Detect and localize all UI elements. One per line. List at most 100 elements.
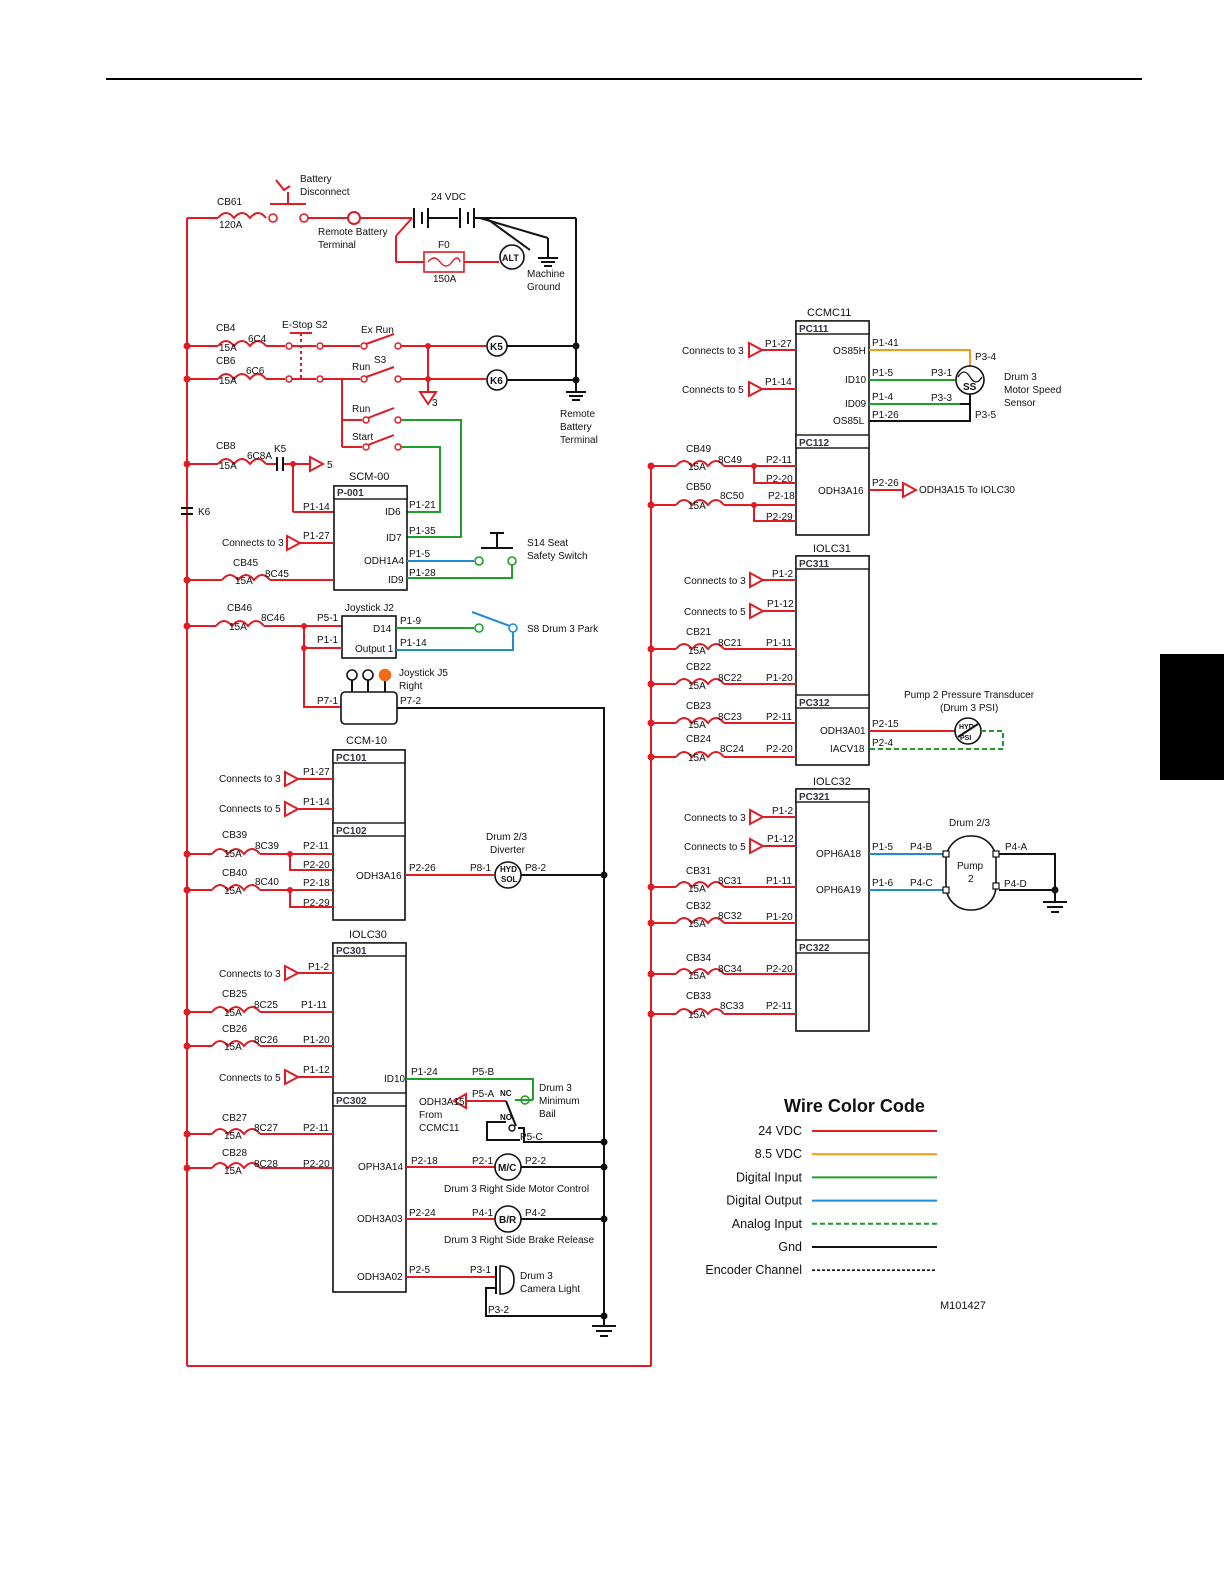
ccm10-p2-20: P2-20 (303, 860, 330, 871)
legend-label: 8.5 VDC (755, 1147, 802, 1161)
ccm10-p8-2: P8-2 (525, 863, 547, 874)
cb34-label: CB34 (686, 953, 711, 964)
iolc30-p1-11: P1-11 (301, 1000, 327, 1011)
ccmc11-p2-20: P2-20 (766, 474, 793, 485)
w8c27-label: 8C27 (254, 1123, 278, 1134)
scm-id9: ID9 (388, 575, 404, 586)
iolc30-p2-1: P2-1 (472, 1156, 494, 1167)
scm-id7: ID7 (386, 533, 402, 544)
ccmc11-p1-5: P1-5 (872, 368, 894, 379)
s14-l2: Safety Switch (527, 551, 588, 562)
ccmc11-p1-27: P1-27 (765, 339, 792, 350)
cb45-rating: 15A (235, 576, 253, 587)
ex-run-label: Ex Run (361, 325, 394, 336)
camera-l2: Camera Light (520, 1284, 580, 1295)
alternator-icon (499, 244, 525, 270)
cb4-label: CB4 (216, 323, 236, 334)
j5-l1: Joystick J5 (399, 668, 448, 679)
iolc31-p2-4: P2-4 (872, 738, 894, 749)
scm-id6: ID6 (385, 507, 401, 518)
transducer-l1: Pump 2 Pressure Transducer (904, 690, 1035, 701)
scm-title: SCM-00 (349, 471, 389, 483)
ccmc11-odh3a16: ODH3A16 (818, 486, 864, 497)
battery-disconnect-line1: Battery (300, 174, 332, 185)
diverter-l2: Diverter (490, 845, 526, 856)
iolc30-p4-2: P4-2 (525, 1208, 547, 1219)
scm-00-module: CB8 15A 6C8A K5 5 K6 SCM-00 P-001 P1-14 … (181, 342, 588, 591)
legend-label: Digital Output (726, 1194, 802, 1208)
cb39-label: CB39 (222, 830, 247, 841)
remote-terminal-l1: Remote (560, 409, 595, 420)
min-bail-l2: Minimum (539, 1096, 580, 1107)
w8c21-label: 8C21 (718, 638, 742, 649)
pump-icon (945, 835, 997, 911)
w8c26-label: 8C26 (254, 1035, 278, 1046)
cb45-label: CB45 (233, 558, 258, 569)
ccmc11-p3-4: P3-4 (975, 352, 997, 363)
iolc30-p2-20: P2-20 (303, 1159, 330, 1170)
motor-control-label: Drum 3 Right Side Motor Control (444, 1184, 589, 1195)
section-tab (1160, 654, 1224, 780)
left-power-bus (186, 218, 652, 1367)
speed-sensor-l2: Motor Speed (1004, 385, 1061, 396)
ccm10-connects3: Connects to 3 (219, 774, 281, 785)
s3-label: S3 (374, 355, 387, 366)
w8c24-label: 8C24 (720, 744, 744, 755)
iolc30-odh3a03: ODH3A03 (357, 1214, 403, 1225)
battery-disconnect-line2: Disconnect (300, 187, 350, 198)
to-iolc30-label: ODH3A15 To IOLC30 (919, 485, 1015, 496)
iolc30-p1-20: P1-20 (303, 1035, 330, 1046)
w8c49-label: 8C49 (718, 455, 742, 466)
conn3-marker: 3 (432, 398, 438, 409)
ccmc11-p3-3: P3-3 (931, 393, 953, 404)
j2-d14: D14 (373, 624, 392, 635)
scm-p1-5: P1-5 (409, 549, 431, 560)
diverter-l1: Drum 2/3 (486, 832, 528, 843)
iolc32-p4-c: P4-C (910, 878, 933, 889)
pc101-label: PC101 (336, 753, 367, 764)
iolc30-p2-18: P2-18 (411, 1156, 438, 1167)
j2-output1: Output 1 (355, 644, 394, 655)
ccmc11-p1-41: P1-41 (872, 338, 899, 349)
cb49-label: CB49 (686, 444, 711, 455)
ccm10-p2-26: P2-26 (409, 863, 436, 874)
machine-ground-l2: Ground (527, 282, 560, 293)
legend-title: Wire Color Code (784, 1096, 925, 1116)
iolc32-connects5: Connects to 5 (684, 842, 746, 853)
cb26-rating: 15A (224, 1042, 242, 1053)
iolc30-p1-12: P1-12 (303, 1065, 330, 1076)
ss-label: SS (963, 382, 977, 393)
iolc30-p2-2: P2-2 (525, 1156, 547, 1167)
ccm10-connects5: Connects to 5 (219, 804, 281, 815)
iolc32-p1-20: P1-20 (766, 912, 793, 923)
cb8-label: CB8 (216, 441, 236, 452)
cb21-rating: 15A (688, 646, 706, 657)
nc-label: NC (500, 1089, 512, 1098)
iolc32-p1-6: P1-6 (872, 878, 894, 889)
k5-label: K5 (490, 342, 503, 353)
w8c46-label: 8C46 (261, 613, 285, 624)
ccmc11-os85h: OS85H (833, 346, 866, 357)
remote-battery-terminal-l2: Terminal (318, 240, 356, 251)
iolc32-p1-2: P1-2 (772, 806, 794, 817)
j2-p1-9: P1-9 (400, 616, 422, 627)
start-label: Start (352, 432, 373, 443)
ccm10-p8-1: P8-1 (470, 863, 492, 874)
scm-p1-21: P1-21 (409, 500, 436, 511)
iolc32-p4-b: P4-B (910, 842, 933, 853)
ccmc11-os85l: OS85L (833, 416, 865, 427)
iolc30-oph3a14: OPH3A14 (358, 1162, 403, 1173)
cb26-label: CB26 (222, 1024, 247, 1035)
cb28-rating: 15A (224, 1166, 242, 1177)
estop-section: CB4 15A 6C4 E-Stop S2 Ex Run K5 CB6 15A … (187, 320, 598, 538)
iolc30-p4-1: P4-1 (472, 1208, 494, 1219)
iolc30-p2-11: P2-11 (303, 1123, 329, 1134)
cb27-label: CB27 (222, 1113, 247, 1124)
iolc31-connects3: Connects to 3 (684, 576, 746, 587)
j5-p7-1: P7-1 (317, 696, 339, 707)
ccmc11-p2-29: P2-29 (766, 512, 793, 523)
legend-label: 24 VDC (758, 1124, 802, 1138)
w8c32-label: 8C32 (718, 911, 742, 922)
ccmc11-p2-11: P2-11 (766, 455, 792, 466)
